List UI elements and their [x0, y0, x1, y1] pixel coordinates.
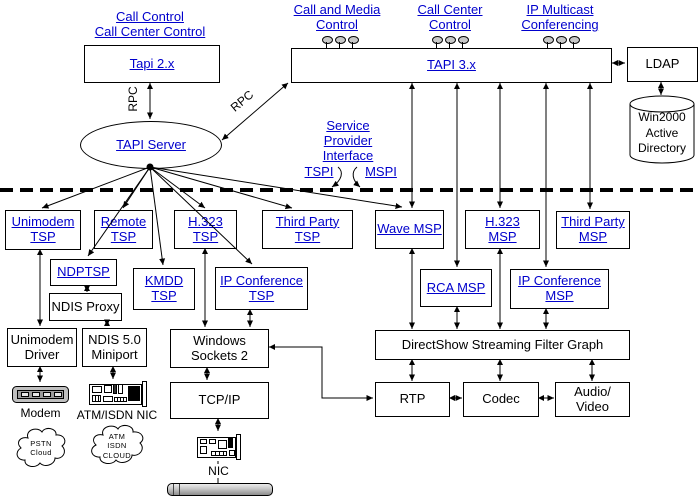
node-third-party-msp[interactable]: Third Party MSP	[556, 211, 630, 249]
node-ndis-miniport: NDIS 5.0 Miniport	[82, 328, 147, 367]
label-nic: NIC	[204, 464, 233, 478]
label-tspi[interactable]: TSPI	[304, 164, 334, 179]
node-rca-msp[interactable]: RCA MSP	[420, 269, 492, 307]
node-third-party-tsp-label[interactable]: Third Party TSP	[275, 213, 340, 244]
node-tapi3-label[interactable]: TAPI 3.x	[427, 57, 476, 73]
label-atm-isdn-nic: ATM/ISDN NIC	[76, 408, 158, 422]
node-third-party-msp-label[interactable]: Third Party MSP	[561, 214, 625, 244]
node-ndptsp-label[interactable]: NDPTSP	[57, 264, 110, 280]
node-wave-msp[interactable]: Wave MSP	[375, 210, 444, 249]
ethernet-wire	[167, 483, 273, 496]
node-ndptsp[interactable]: NDPTSP	[50, 259, 117, 286]
label-rpc-left: RPC	[126, 86, 140, 112]
node-ip-conference-tsp[interactable]: IP Conference TSP	[215, 267, 308, 310]
node-remote-tsp-label[interactable]: Remote TSP	[100, 213, 147, 244]
edge-server-h323tsp	[149, 166, 206, 209]
edge-server-remotetsp	[122, 166, 151, 209]
com-interface-icon	[569, 36, 580, 49]
node-directshow: DirectShow Streaming Filter Graph	[375, 330, 630, 360]
node-active-directory-label: Win2000 Active Directory	[637, 110, 686, 156]
node-unimodem-driver: Unimodem Driver	[7, 328, 77, 367]
node-third-party-tsp[interactable]: Third Party TSP	[262, 210, 353, 249]
node-ldap: LDAP	[627, 47, 698, 82]
node-ndis-proxy: NDIS Proxy	[49, 293, 122, 321]
node-tcpip: TCP/IP	[170, 382, 269, 419]
node-unimodem-tsp[interactable]: Unimodem TSP	[5, 210, 81, 250]
com-interface-icon	[556, 36, 567, 49]
edge-winsock-rtp	[269, 344, 373, 401]
node-ip-conference-msp[interactable]: IP Conference MSP	[510, 269, 609, 309]
label-mspi[interactable]: MSPI	[365, 164, 397, 179]
com-interface-icon	[348, 36, 359, 49]
label-rpc-right: RPC	[227, 87, 257, 115]
com-interface-icon	[445, 36, 456, 49]
node-h323-tsp[interactable]: H.323 TSP	[174, 210, 237, 249]
node-remote-tsp[interactable]: Remote TSP	[94, 210, 153, 249]
node-wave-msp-label[interactable]: Wave MSP	[377, 221, 442, 237]
node-tapi2-label[interactable]: Tapi 2.x	[129, 55, 175, 71]
header-call-control[interactable]: Call Control Call Center Control	[94, 9, 206, 39]
edge-server-unimodemtsp	[41, 166, 151, 209]
node-tapi2[interactable]: Tapi 2.x	[84, 45, 220, 83]
com-interface-icon	[458, 36, 469, 49]
header-call-and-media-control[interactable]: Call and Media Control	[293, 2, 381, 32]
header-call-center-control[interactable]: Call Center Control	[417, 2, 483, 32]
com-interface-icon	[335, 36, 346, 49]
node-windows-sockets: Windows Sockets 2	[170, 329, 269, 368]
node-codec: Codec	[463, 382, 539, 417]
node-rca-msp-label[interactable]: RCA MSP	[426, 279, 486, 295]
edge-server-thirdpartytsp	[149, 166, 293, 210]
com-interface-icon	[322, 36, 333, 49]
node-h323-msp-label[interactable]: H.323 MSP	[485, 213, 520, 244]
node-kmdd-tsp-label[interactable]: KMDD TSP	[144, 273, 184, 303]
node-ip-conference-tsp-label[interactable]: IP Conference TSP	[220, 272, 303, 303]
node-tapi-server[interactable]: TAPI Server	[80, 121, 222, 169]
node-ip-conference-msp-label[interactable]: IP Conference MSP	[518, 273, 601, 303]
com-interface-icon	[432, 36, 443, 49]
node-h323-tsp-label[interactable]: H.323 TSP	[188, 213, 223, 244]
node-unimodem-tsp-label[interactable]: Unimodem TSP	[11, 214, 75, 244]
node-tapi-server-label[interactable]: TAPI Server	[116, 136, 186, 152]
nic-icon	[196, 433, 242, 464]
atm-isdn-cloud-icon: ATM ISDN CLOUD	[88, 422, 146, 466]
modem-icon	[12, 384, 69, 408]
node-rtp: RTP	[375, 382, 450, 417]
com-interface-icon	[543, 36, 554, 49]
label-modem: Modem	[20, 406, 61, 420]
pstn-cloud-icon: PSTN Cloud	[14, 424, 68, 470]
label-pstn-cloud: PSTN Cloud	[30, 439, 52, 458]
active-directory-cylinder: Win2000 Active Directory	[629, 95, 695, 165]
node-h323-msp[interactable]: H.323 MSP	[465, 210, 540, 249]
node-audio-video: Audio/ Video	[555, 382, 630, 417]
header-ip-multicast-conferencing[interactable]: IP Multicast Conferencing	[521, 2, 599, 32]
database-cylinder-icon	[629, 95, 695, 164]
label-atm-cloud: ATM ISDN CLOUD	[102, 432, 132, 460]
node-tapi3[interactable]: TAPI 3.x	[291, 48, 612, 83]
header-service-provider-interface[interactable]: Service Provider Interface	[322, 118, 374, 163]
mspi-pointer-arrow	[352, 166, 361, 188]
node-kmdd-tsp[interactable]: KMDD TSP	[133, 268, 195, 310]
atm-isdn-nic-icon	[88, 381, 148, 411]
